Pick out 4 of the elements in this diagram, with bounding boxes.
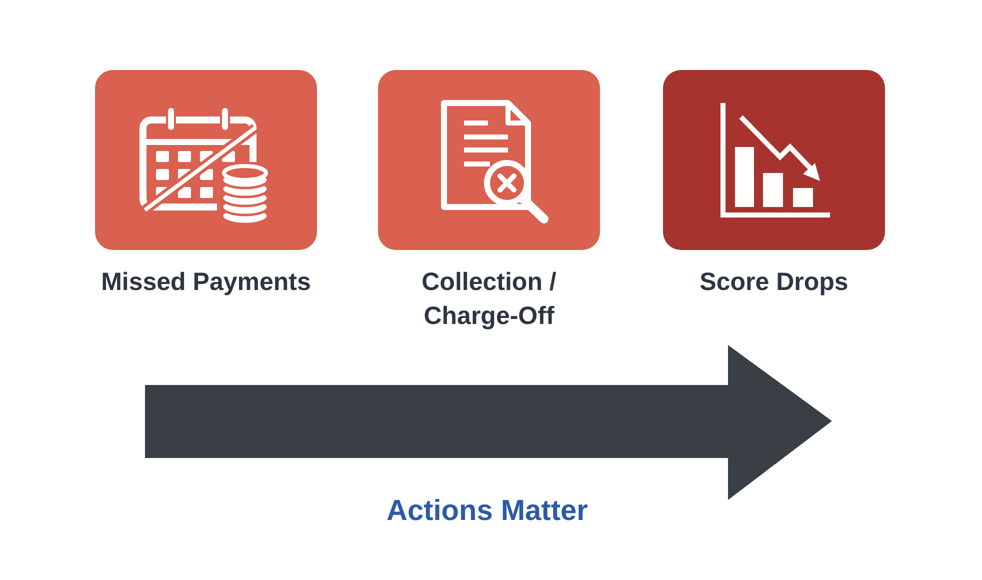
- step-label: Collection / Charge-Off: [420, 267, 558, 332]
- step-label: Missed Payments: [100, 267, 312, 298]
- step-label: Score Drops: [698, 267, 850, 298]
- arrow-caption: Actions Matter: [386, 494, 588, 529]
